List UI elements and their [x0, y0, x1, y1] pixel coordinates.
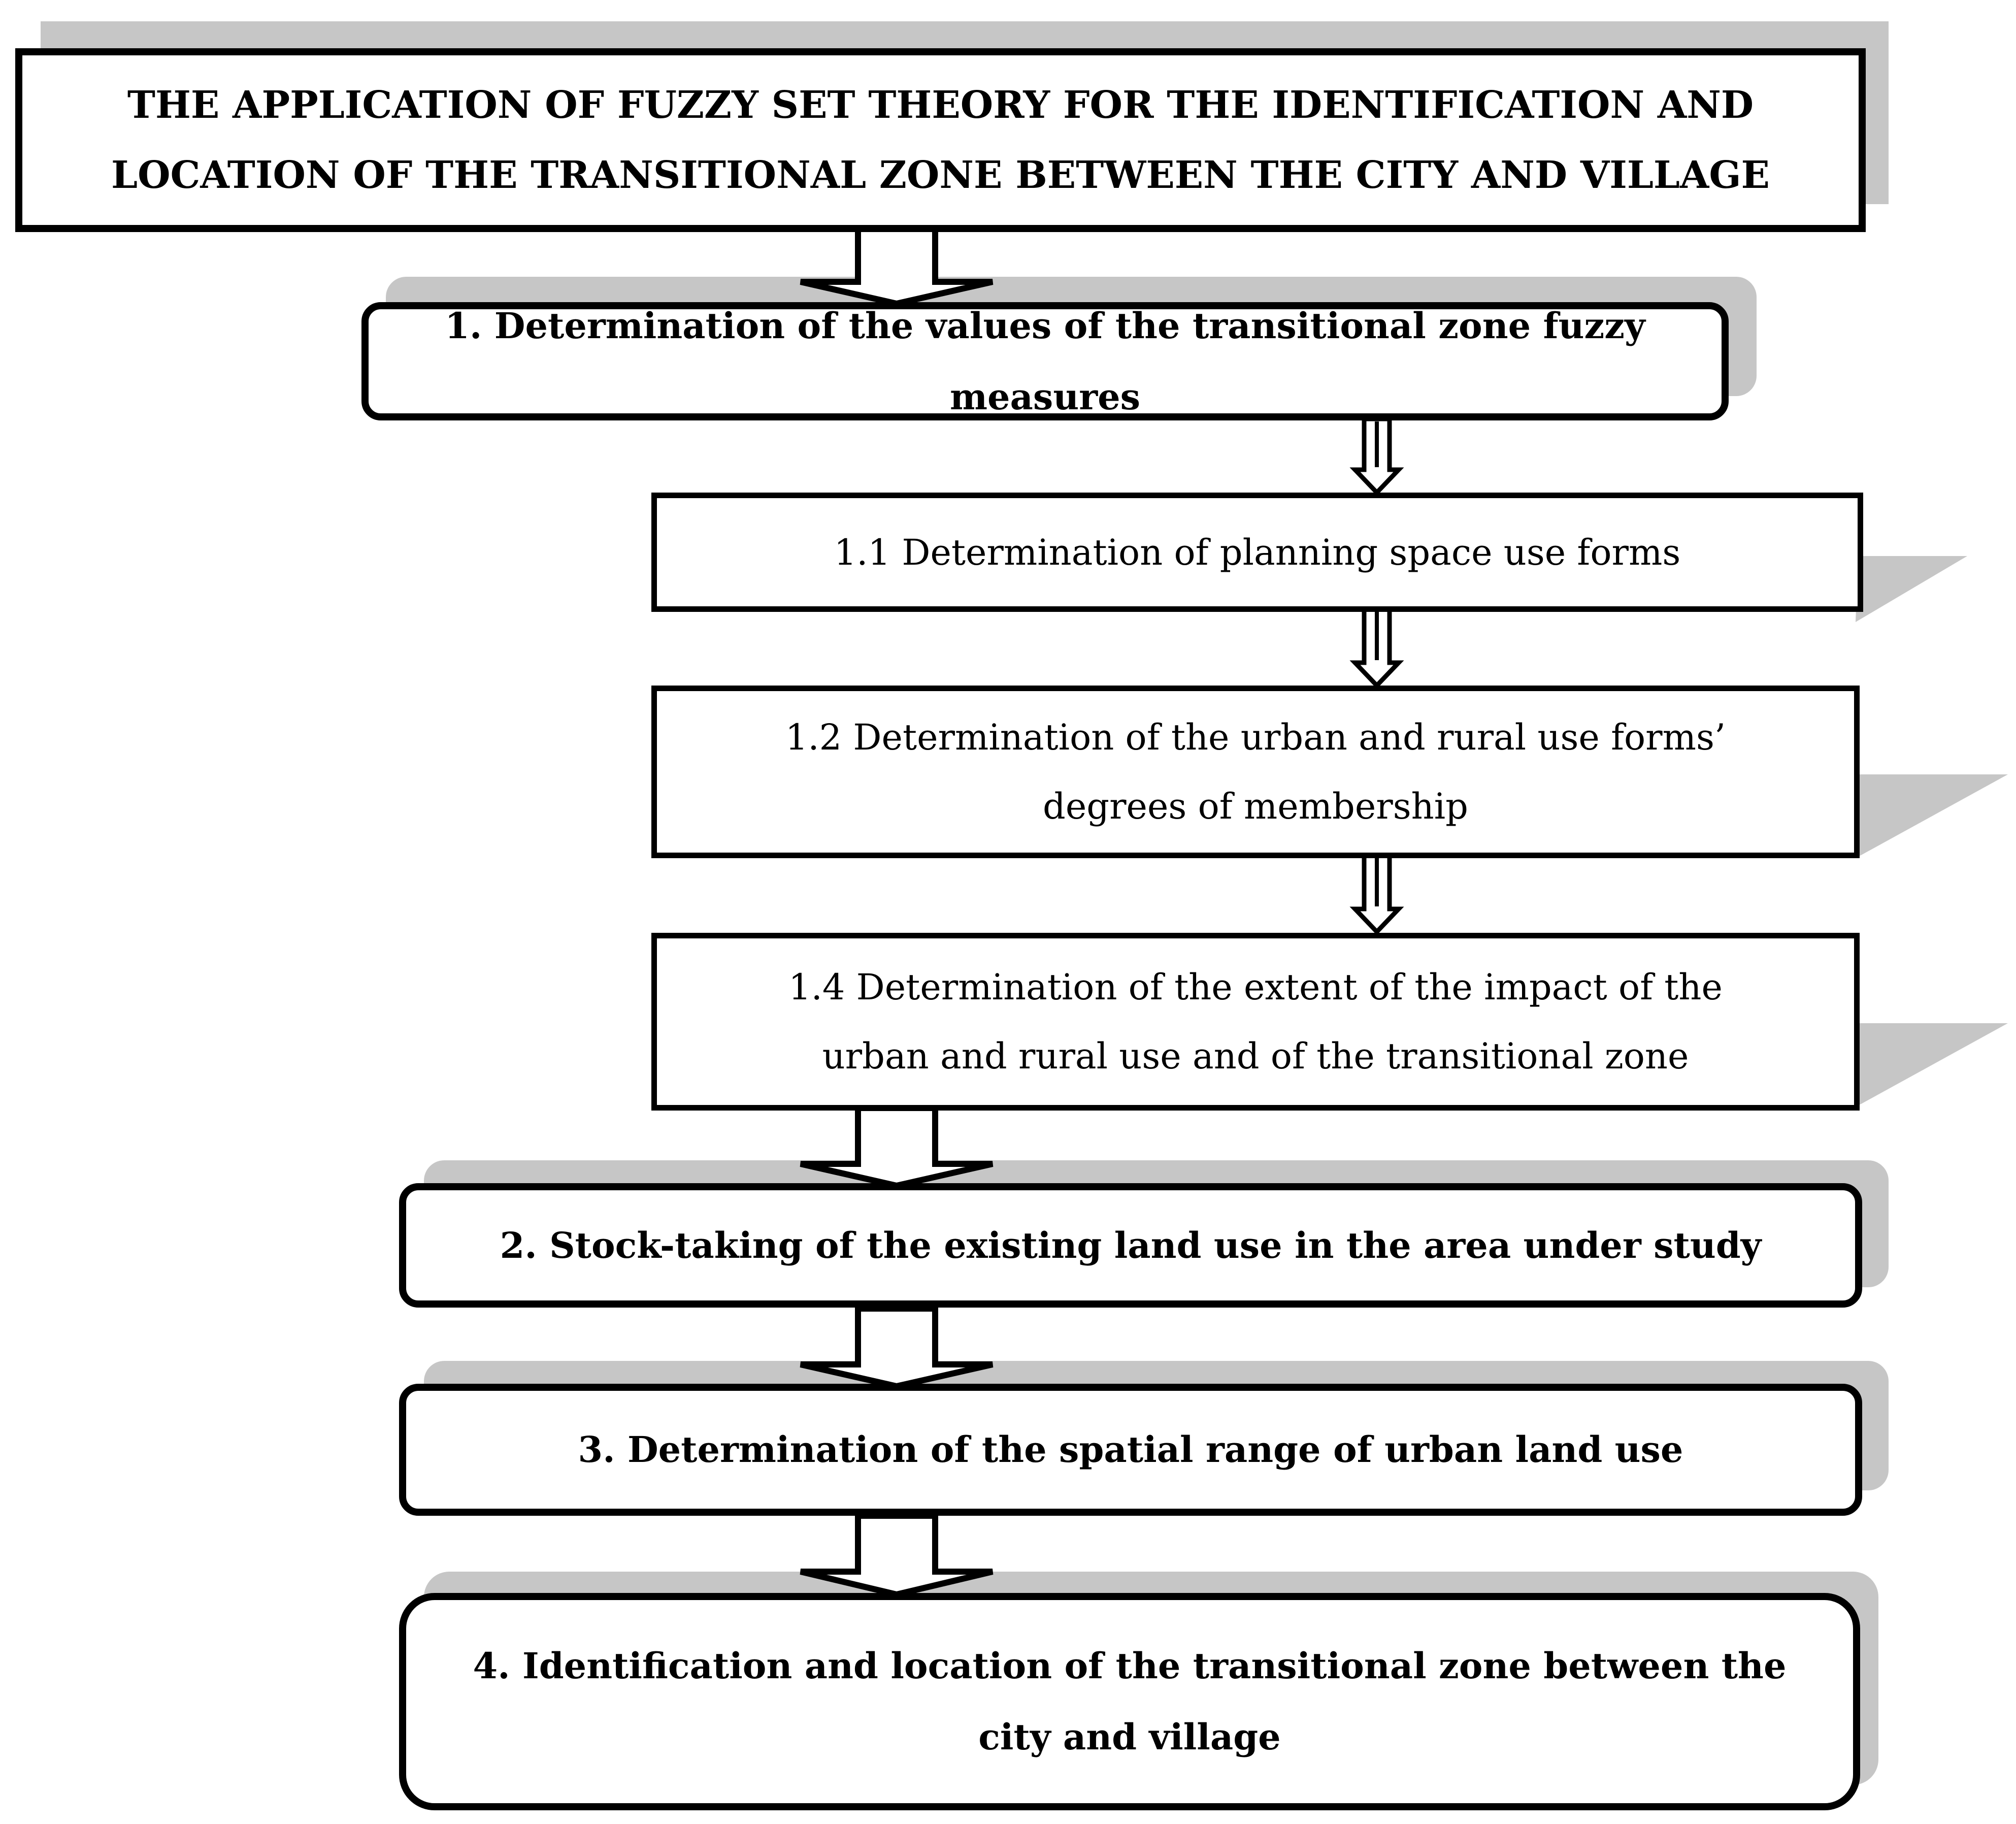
step2-label: 2. Stock-taking of the existing land use…	[500, 1224, 1762, 1266]
sub2-box: 1.2 Determination of the urban and rural…	[651, 686, 1860, 858]
arrow-title-to-step1	[800, 225, 994, 307]
title-box: THE APPLICATION OF FUZZY SET THEORY FOR …	[15, 48, 1866, 232]
arrow-step3-to-step4	[800, 1513, 994, 1598]
sub3-shadow	[1856, 1023, 2008, 1107]
step3-label: 3. Determination of the spatial range of…	[578, 1428, 1683, 1471]
sub1-label: 1.1 Determination of planning space use …	[834, 531, 1681, 573]
sub2-label: 1.2 Determination of the urban and rural…	[785, 716, 1726, 827]
sub1-box: 1.1 Determination of planning space use …	[651, 493, 1863, 612]
arrow-sub3-to-step2	[800, 1105, 994, 1189]
step3-box: 3. Determination of the spatial range of…	[399, 1384, 1862, 1516]
step2-box: 2. Stock-taking of the existing land use…	[399, 1183, 1862, 1308]
sub1-shadow	[1856, 556, 1967, 622]
step4-label: 4. Identification and location of the tr…	[473, 1645, 1787, 1758]
title-text: THE APPLICATION OF FUZZY SET THEORY FOR …	[111, 83, 1770, 197]
step1-label: 1. Determination of the values of the tr…	[445, 304, 1645, 418]
step4-box: 4. Identification and location of the tr…	[399, 1593, 1860, 1810]
arrow-step2-to-step3	[800, 1306, 994, 1390]
sub3-box: 1.4 Determination of the extent of the i…	[651, 933, 1860, 1111]
sub2-shadow	[1856, 774, 2008, 858]
sub3-label: 1.4 Determination of the extent of the i…	[788, 966, 1723, 1077]
step1-box: 1. Determination of the values of the tr…	[361, 302, 1729, 420]
